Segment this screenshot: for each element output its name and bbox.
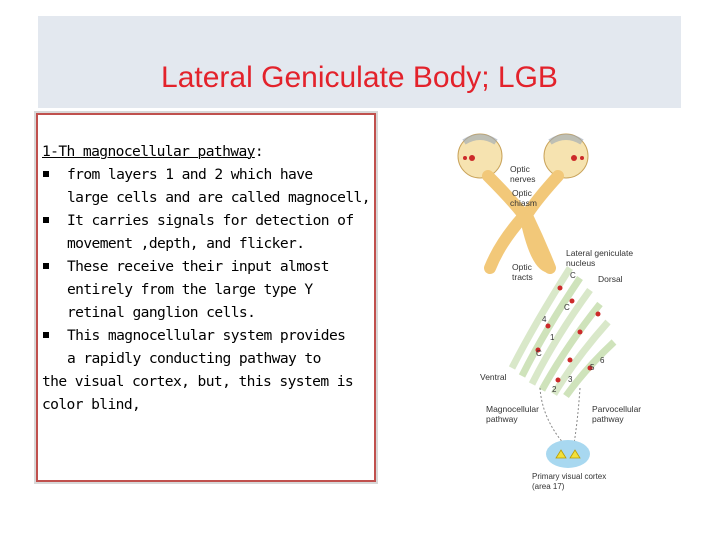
label-optic-nerves-2: nerves [510,174,536,184]
lgn-layers [508,266,617,399]
pathway-heading: 1-Th magnocellular pathway [42,143,255,160]
layer-number: 6 [600,356,605,365]
optic-nerve-right [522,170,564,219]
slide-title: Lateral Geniculate Body; LGB [161,61,558,94]
left-eye [457,133,503,179]
magno-marker-icon [555,449,567,459]
label-cortex-1: Primary visual cortex [532,472,606,481]
parvo-projection [573,387,581,445]
layer-number: 5 [590,363,595,372]
pupil-right-icon [580,156,584,160]
label-optic-chiasm-1: Optic [512,188,533,198]
bullet-line: movement ,depth, and flicker. [67,235,305,252]
square-bullet-icon [43,263,49,269]
bullet-line: retinal ganglion cells. [67,304,256,321]
optic-tract-left [484,212,528,274]
label-optic-tracts-1: Optic [512,262,533,272]
bullet-item: from layers 1 and 2 which have large cel… [42,163,374,209]
bullet-line: a rapidly conducting pathway to [67,350,321,367]
layer-letter: C [564,303,570,312]
label-optic-tracts-2: tracts [512,272,533,282]
label-lgn-2: nucleus [566,258,595,268]
label-optic-chiasm-2: chiasm [510,198,537,208]
magno-projection [539,387,565,445]
label-lgn-1: Lateral geniculate [566,248,633,258]
layer-number: 4 [542,315,547,324]
bullet-item: This magnocellular system provides a rap… [42,324,374,370]
label-dorsal: Dorsal [598,274,623,284]
bullet-line: These receive their input almost [67,258,330,275]
bullet-line: This magnocellular system provides [67,327,346,344]
visual-pathway-figure: Optic nerves Optic chiasm Optic tracts L… [457,133,641,491]
layer-number: 2 [552,385,557,394]
heading-colon: : [254,143,264,160]
layer-number: 3 [568,375,573,384]
optic-nerve-left [482,170,528,219]
content-box [34,111,378,484]
bullet-line: entirely from the large type Y [67,281,313,298]
label-magno-2: pathway [486,414,518,424]
square-bullet-icon [43,171,49,177]
text-line: color blind, [42,396,141,413]
lgn-neurons [535,285,601,383]
title-band: Lateral Geniculate Body; LGB [38,16,681,108]
square-bullet-icon [43,332,49,338]
layer-letter: C [536,349,542,358]
primary-visual-cortex [546,440,590,468]
content-text: 1-Th magnocellular pathway: from layers … [42,140,374,416]
bullet-line: from layers 1 and 2 which have [67,166,313,183]
parvo-marker-icon [569,449,581,459]
label-cortex-2: (area 17) [532,482,565,491]
label-optic-nerves-1: Optic [510,164,531,174]
pathway-heading-line: 1-Th magnocellular pathway: [42,140,374,163]
layer-number: 1 [550,333,555,342]
bullet-line: It carries signals for detection of [67,212,354,229]
text-line: the visual cortex, but, this system is [42,373,354,390]
right-eye [543,133,589,179]
layer-letter: C [570,271,576,280]
label-parvo-1: Parvocellular [592,404,641,414]
label-magno-1: Magnocellular [486,404,539,414]
bullet-item: These receive their input almost entirel… [42,255,374,324]
pupil-left-icon [463,156,467,160]
bullet-item: It carries signals for detection of move… [42,209,374,255]
bullet-line: large cells and are called magnocell, [67,189,370,206]
label-ventral: Ventral [480,372,507,382]
label-parvo-2: pathway [592,414,624,424]
square-bullet-icon [43,217,49,223]
